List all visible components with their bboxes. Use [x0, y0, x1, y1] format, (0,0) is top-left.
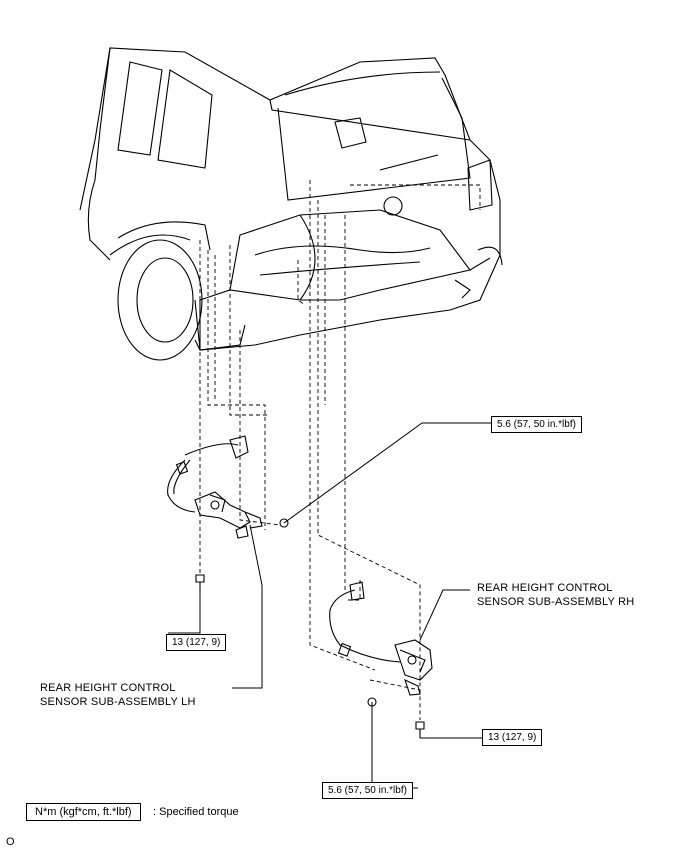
leader-lines — [168, 422, 492, 789]
vehicle-rear-body — [79, 47, 503, 361]
legend-text: : Specified torque — [153, 806, 239, 818]
alignment-lines — [199, 180, 481, 720]
bolt-lh — [195, 574, 205, 590]
figure-code: O — [6, 836, 15, 848]
sensor-rh-label-line2: SENSOR SUB-ASSEMBLY RH — [477, 596, 635, 608]
legend-unit-box: N*m (kgf*cm, ft.*lbf) — [26, 803, 141, 821]
sensor-lh-label-line2: SENSOR SUB-ASSEMBLY LH — [40, 696, 196, 708]
bolt-rh — [415, 721, 425, 738]
sensor-rh-label-line1: REAR HEIGHT CONTROL — [477, 582, 613, 594]
sensor-rh-part — [329, 581, 433, 707]
sensor-lh-label-line1: REAR HEIGHT CONTROL — [40, 682, 176, 694]
bolt-torque-label-lh: 13 (127, 9) — [166, 634, 227, 651]
torque-label-lower: 5.6 (57, 50 in.*lbf) — [322, 782, 413, 799]
sensor-lh-part — [167, 435, 289, 539]
bolt-torque-label-rh: 13 (127, 9) — [482, 729, 543, 746]
torque-label-upper: 5.6 (57, 50 in.*lbf) — [491, 416, 582, 433]
